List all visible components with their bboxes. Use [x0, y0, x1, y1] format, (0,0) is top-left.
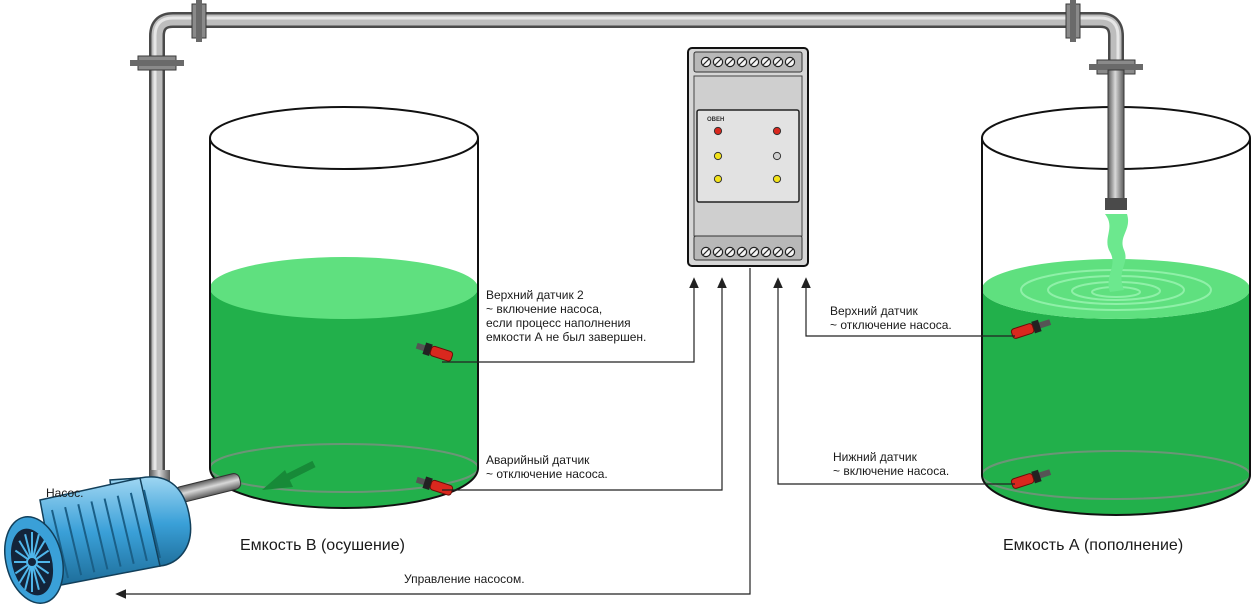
top-terminal-block: [700, 56, 796, 68]
label-line: Верхний датчик: [830, 304, 918, 318]
led-indicator: [713, 174, 723, 184]
tank-b-caption: Емкость В (осушение): [240, 537, 405, 554]
label-line: Нижний датчик: [833, 450, 917, 464]
fin: [116, 495, 135, 564]
led-indicator: [772, 151, 782, 161]
led-indicator: [772, 174, 782, 184]
wire-alarm: [442, 277, 727, 491]
fin: [64, 506, 83, 576]
led-indicator: [713, 126, 723, 136]
fin: [90, 501, 109, 570]
fan-grille: [14, 532, 50, 592]
wire-upper2: [442, 277, 699, 363]
flange: [191, 0, 207, 42]
tank-a: [981, 69, 1251, 516]
sensor-lower-a-label: Нижний датчик ~ включение насоса.: [833, 450, 949, 478]
fin: [143, 489, 161, 559]
status-leds: [713, 126, 782, 184]
flange: [1065, 0, 1081, 42]
sensor-upper-a-label: Верхний датчик ~ отключение насоса.: [830, 304, 952, 332]
fin: [103, 498, 122, 567]
pipe-system: [130, 0, 1143, 480]
signal-wires: [115, 268, 1015, 599]
sensor-upper-a-icon: [1010, 319, 1052, 339]
label-line: ~ отключение насоса.: [830, 318, 952, 332]
sensor-upper2-label: Верхний датчик 2 ~ включение насоса, есл…: [486, 288, 646, 344]
label-line: ~ включение насоса,: [486, 302, 603, 316]
controller-device: [687, 47, 809, 267]
label-line: ~ отключение насоса.: [486, 467, 608, 481]
fan-hub: [26, 556, 38, 568]
wire-upper-a: [801, 277, 1015, 337]
sensor-upper2-icon: [415, 342, 454, 362]
wire-pump-control: [115, 268, 751, 599]
wire-lower-a: [773, 277, 1015, 485]
label-line: Аварийный датчик: [486, 453, 590, 467]
pump-icon: [4, 470, 242, 604]
label-line: ~ включение насоса.: [833, 464, 950, 478]
sensor-alarm-label: Аварийный датчик ~ отключение насоса.: [486, 453, 608, 481]
fin: [51, 509, 69, 579]
pump-label: Насос.: [46, 486, 84, 500]
bottom-terminal-block: [700, 246, 796, 258]
sensor-alarm-icon: [415, 476, 454, 496]
label-line: Верхний датчик 2: [486, 288, 584, 302]
led-indicator: [713, 151, 723, 161]
fin: [77, 504, 96, 573]
tank-b: [209, 106, 479, 509]
flange: [130, 55, 184, 71]
fin: [129, 492, 148, 562]
led-indicator: [772, 126, 782, 136]
pump-control-label: Управление насосом.: [404, 572, 525, 586]
motor-fins: [51, 489, 161, 579]
label-line: емкости А не был завершен.: [486, 330, 647, 344]
water-stream: [1105, 214, 1129, 292]
tank-a-caption: Емкость А (пополнение): [1003, 537, 1184, 554]
flow-arrow-icon: [262, 460, 316, 490]
device-logo: ОВЕН: [707, 117, 725, 123]
label-line: если процесс наполнения: [486, 316, 631, 330]
